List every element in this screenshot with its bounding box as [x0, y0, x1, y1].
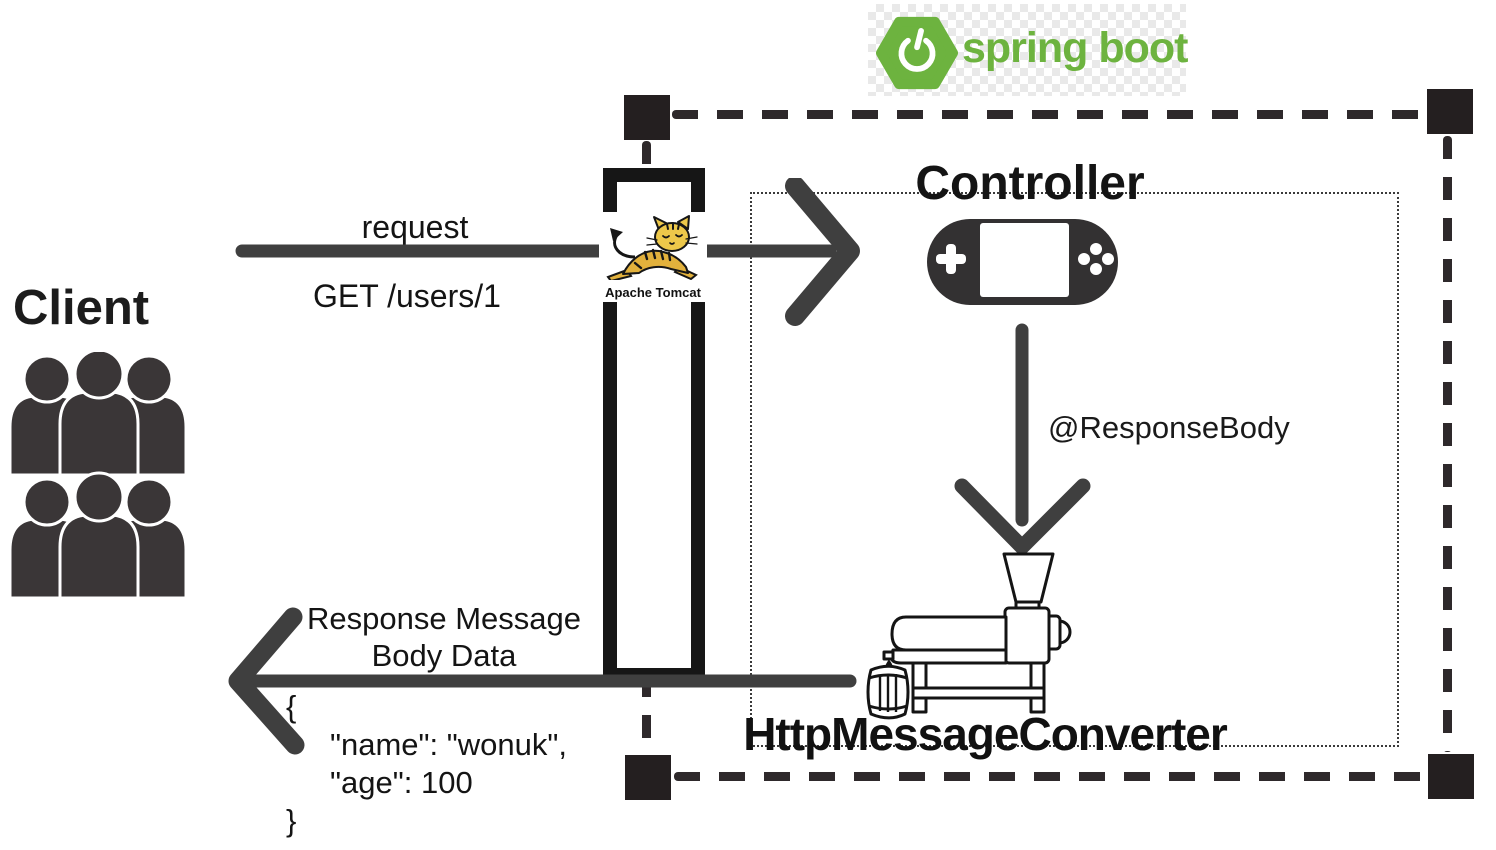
- spring-boot-wordmark: spring boot: [962, 24, 1188, 72]
- game-controller-icon: [927, 219, 1118, 305]
- dashed-border-top: [672, 110, 1426, 119]
- controller-to-converter-arrow: [954, 323, 1091, 555]
- json-open-brace: {: [286, 689, 297, 724]
- response-label-line2: Body Data: [371, 638, 517, 673]
- response-json: { "name": "wonuk", "age": 100 }: [286, 688, 567, 840]
- response-arrow: [228, 607, 857, 755]
- spring-logo-transparency-background: [868, 4, 1186, 96]
- spring-container-dotted-box: [750, 192, 1399, 747]
- json-age-field: "age": 100: [330, 765, 473, 800]
- request-method-label: GET /users/1: [313, 278, 501, 314]
- spring-boot-hexagon-power-icon: [876, 16, 958, 90]
- corner-square-top-left: [624, 95, 670, 140]
- json-name-field: "name": "wonuk",: [330, 727, 568, 762]
- press-machine-icon: [866, 552, 1072, 720]
- tomcat-logo: Apache Tomcat: [599, 212, 707, 302]
- client-people-icon: [8, 352, 188, 598]
- json-close-brace: }: [286, 803, 297, 838]
- client-title: Client: [13, 281, 150, 335]
- tomcat-caption: Apache Tomcat: [605, 285, 701, 300]
- controller-title: Controller: [915, 157, 1145, 210]
- dashed-border-bottom: [674, 772, 1426, 781]
- tomcat-cat-icon: [606, 215, 698, 283]
- corner-square-top-right: [1427, 89, 1473, 134]
- response-body-annotation: @ResponseBody: [1048, 410, 1290, 445]
- converter-title: HttpMessageConverter: [743, 708, 1228, 760]
- corner-square-bottom-right: [1428, 754, 1474, 799]
- dashed-border-right: [1443, 136, 1452, 752]
- response-label-line1: Response Message: [307, 601, 581, 636]
- corner-square-bottom-left: [625, 755, 671, 800]
- response-label: Response Message Body Data: [298, 600, 590, 674]
- request-label: request: [361, 209, 469, 245]
- request-arrow: [235, 178, 860, 326]
